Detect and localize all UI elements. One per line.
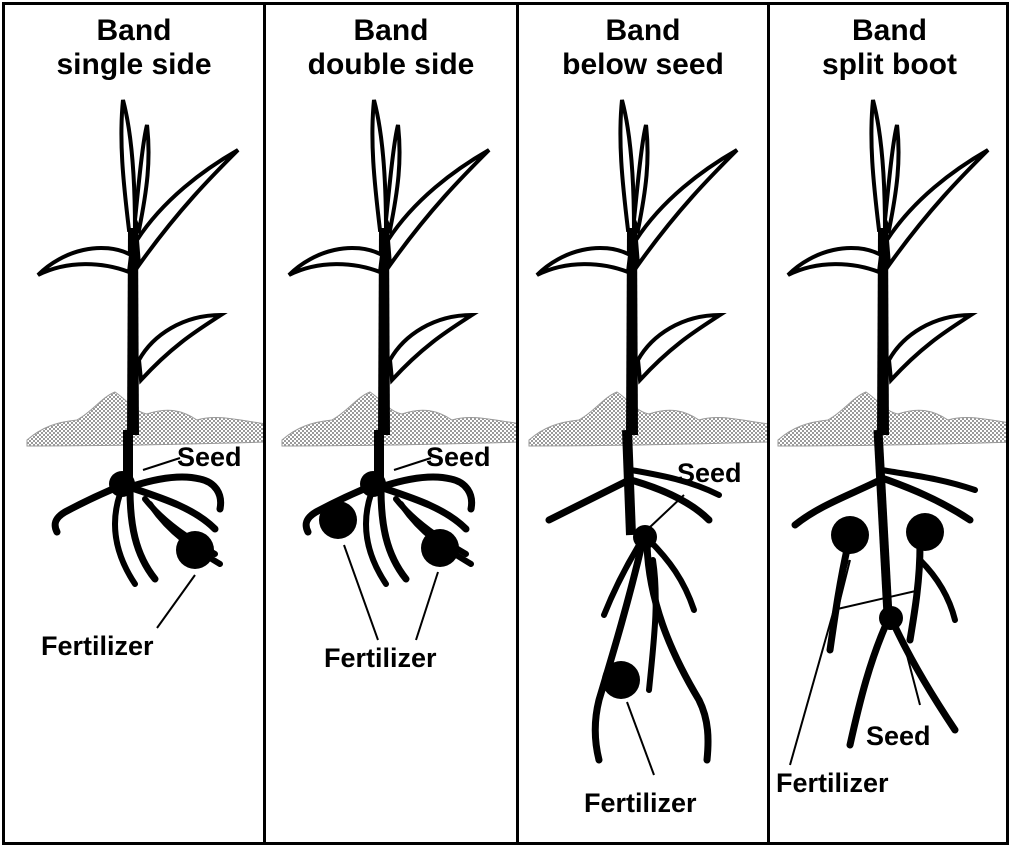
fertilizer-band-left-dot [319, 501, 357, 539]
boot-split-line [833, 590, 920, 610]
fertilizer-pointer-line [157, 575, 195, 628]
fertilizer-label: Fertilizer [324, 643, 437, 673]
seed-label: Seed [677, 458, 742, 488]
corn-shoot [289, 100, 489, 435]
panel-band-split-boot: Band split boot Seed Fertilizer [770, 0, 1009, 845]
seed-label: Seed [866, 721, 931, 751]
soil-surface [529, 392, 767, 446]
seed-dot [879, 606, 903, 630]
panel-band-double-side: Band double side Seed Fertilizer [266, 0, 516, 845]
panel-divider [767, 2, 770, 845]
plant-illustration: Seed Fertilizer [770, 0, 1009, 845]
seed-pointer-line [143, 458, 180, 470]
soil-surface [27, 392, 263, 446]
corn-shoot [788, 100, 988, 435]
soil-surface [282, 392, 516, 446]
panel-band-single-side: Band single side Seed Fertilizer [5, 0, 263, 845]
corn-shoot [38, 100, 238, 435]
fertilizer-band-right-dot [906, 513, 944, 551]
fertilizer-label: Fertilizer [41, 631, 154, 661]
corn-shoot [537, 100, 737, 435]
fertilizer-band-left-dot [831, 516, 869, 554]
panel-divider [516, 2, 519, 845]
seed-dot [360, 471, 386, 497]
seed-label: Seed [426, 442, 491, 472]
fertilizer-label: Fertilizer [584, 788, 697, 818]
panel-divider [263, 2, 266, 845]
seed-label: Seed [177, 442, 242, 472]
fertilizer-pointer-line [627, 702, 654, 775]
fertilizer-band-dot [602, 661, 640, 699]
seed-dot [633, 525, 657, 549]
fertilizer-band-right-dot [421, 529, 459, 567]
soil-surface [778, 392, 1009, 446]
seed-dot [109, 471, 135, 497]
panel-band-below-seed: Band below seed Seed Fertilizer [519, 0, 767, 845]
fertilizer-band-dot [176, 531, 214, 569]
seed-pointer-line [649, 495, 684, 528]
plant-illustration: Seed Fertilizer [5, 0, 263, 845]
fertilizer-label: Fertilizer [776, 768, 889, 798]
fertilizer-pointer-line-b [790, 560, 848, 765]
plant-illustration: Seed Fertilizer [519, 0, 767, 845]
fertilizer-pointer-line-right [416, 572, 438, 640]
plant-illustration: Seed Fertilizer [266, 0, 516, 845]
